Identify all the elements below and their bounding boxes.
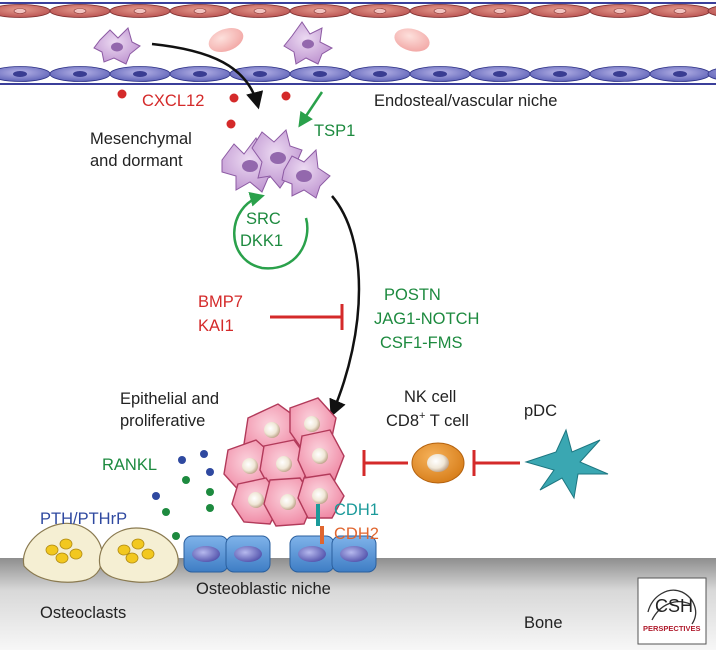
dkk1-label: DKK1	[240, 232, 283, 250]
circulating-tumor-cell	[283, 21, 334, 65]
tumor-nuclei	[242, 416, 328, 510]
osteoblastic-niche-label: Osteoblastic niche	[196, 580, 331, 598]
nk-cell	[411, 442, 465, 484]
pth-label: PTH/PTHrP	[40, 510, 127, 528]
osteoclast	[98, 527, 179, 583]
postn-label: POSTN	[384, 286, 441, 304]
src-label: SRC	[246, 210, 281, 228]
extravasation-arrow	[151, 42, 264, 110]
osteoblasts	[183, 535, 377, 573]
dormant-mesenchymal-cells	[221, 129, 331, 199]
logo-text-top: CSH	[655, 596, 693, 616]
nk-inhibition-by-pdc	[472, 450, 520, 476]
tsp1-label: TSP1	[314, 122, 355, 140]
blood-vessel	[0, 2, 716, 85]
logo-text-bottom: PERSPECTIVES	[643, 624, 701, 633]
kai1-label: KAI1	[198, 317, 234, 335]
cdh1-label: CDH1	[334, 501, 379, 519]
circulating-tumor-cell	[93, 27, 141, 65]
bmp7-label: BMP7	[198, 293, 243, 311]
pdc-label: pDC	[524, 402, 557, 420]
vessel-bottom-wall	[0, 66, 716, 85]
mesenchymal-label-line2: and dormant	[90, 152, 183, 170]
mesenchymal-label-line1: Mesenchymal	[90, 130, 192, 148]
bone-label: Bone	[524, 614, 563, 632]
pdc-cell	[524, 428, 609, 500]
epithelial-label-line1: Epithelial and	[120, 390, 219, 408]
cd8-t-cell-label: CD8+ T cell	[386, 410, 469, 430]
tumor-inhibition-by-nk	[362, 450, 408, 476]
cxcl12-molecules	[117, 89, 291, 129]
tsp1-arrow	[298, 91, 324, 128]
epithelial-label-line2: proliferative	[120, 412, 205, 430]
osteoclast	[22, 522, 103, 583]
vessel-top-wall	[0, 2, 716, 18]
src-dkk1-loop-arrow	[233, 192, 309, 270]
osteoclasts-label: Osteoclasts	[40, 604, 126, 622]
pth-molecules	[152, 450, 214, 500]
rankl-label: RANKL	[102, 456, 157, 474]
endosteal-niche-label: Endosteal/vascular niche	[374, 92, 557, 110]
csf1-fms-label: CSF1-FMS	[380, 334, 463, 352]
cxcl12-label: CXCL12	[142, 92, 204, 110]
red-blood-cell	[394, 28, 430, 52]
nk-cell-label: NK cell	[404, 388, 456, 406]
inhibition-bar	[270, 304, 344, 330]
jag1-notch-label: JAG1-NOTCH	[374, 310, 479, 328]
reactivation-arrow	[329, 195, 361, 418]
csh-perspectives-logo: CSH PERSPECTIVES	[637, 577, 707, 645]
red-blood-cell	[208, 27, 244, 53]
cdh2-label: CDH2	[334, 525, 379, 543]
rankl-molecules	[162, 476, 214, 540]
